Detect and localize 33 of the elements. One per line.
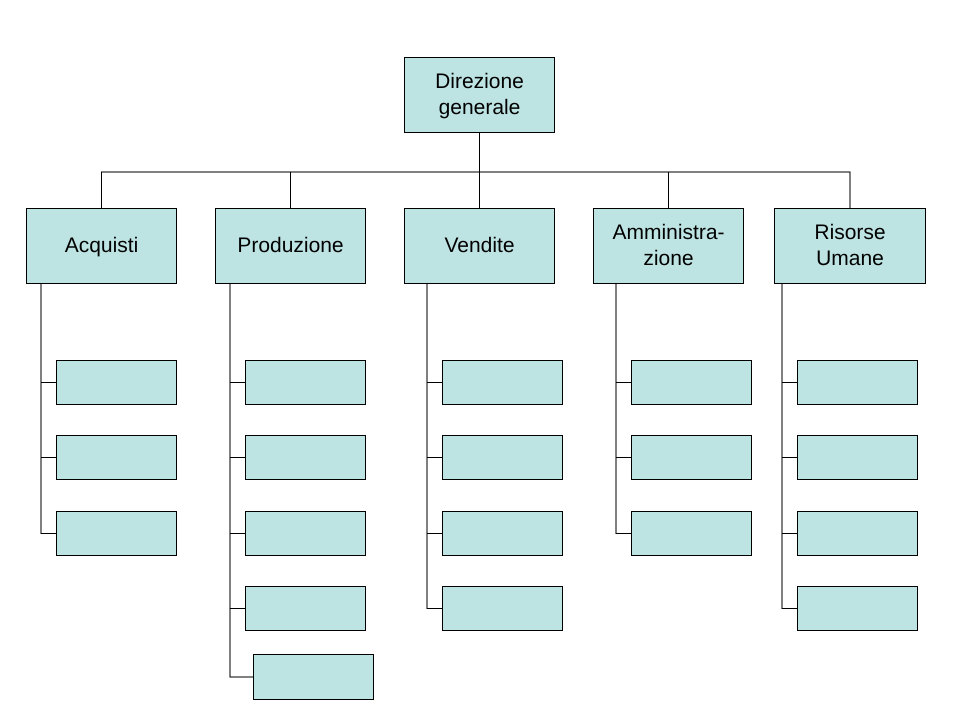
- empty-box: [442, 586, 563, 631]
- connector-line: [40, 284, 56, 534]
- empty-box: [245, 360, 366, 405]
- box-label: Produzione: [236, 232, 345, 259]
- empty-box: [245, 511, 366, 556]
- empty-box: [442, 435, 563, 480]
- org-box: [404, 208, 555, 284]
- box-label: Risorse Umane: [813, 220, 887, 272]
- empty-box: [56, 360, 177, 405]
- connector-line: [616, 284, 632, 534]
- empty-box: [797, 511, 918, 556]
- box-label: Vendite: [443, 232, 516, 259]
- empty-box: [245, 586, 366, 631]
- empty-box: [245, 435, 366, 480]
- org-box: [404, 57, 555, 133]
- org-box: [215, 208, 366, 284]
- empty-box: [442, 511, 563, 556]
- org-box: [593, 208, 744, 284]
- empty-box: [442, 360, 563, 405]
- empty-box: [797, 586, 918, 631]
- box-label: Direzione generale: [434, 68, 525, 121]
- empty-box: [631, 360, 752, 405]
- empty-box: [631, 435, 752, 480]
- empty-box: [797, 435, 918, 480]
- empty-box: [253, 654, 374, 700]
- empty-box: [56, 511, 177, 556]
- org-box: [26, 208, 177, 284]
- org-box: [774, 208, 926, 284]
- empty-box: [797, 360, 918, 405]
- empty-box: [56, 435, 177, 480]
- box-label: Acquisti: [64, 232, 140, 259]
- empty-box: [631, 511, 752, 556]
- box-label: Amministra- zione: [611, 220, 726, 272]
